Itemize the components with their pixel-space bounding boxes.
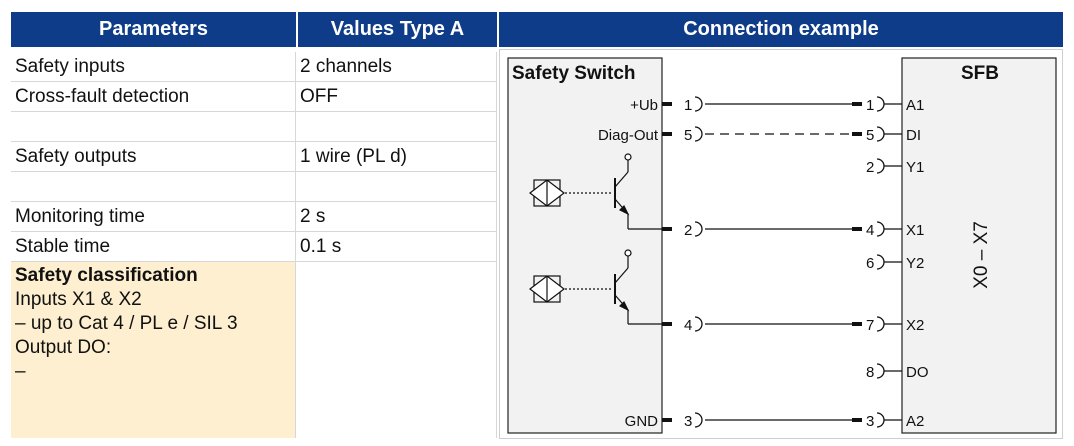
- sfb-connector-DI: 5 DI: [852, 126, 921, 144]
- svg-text:3: 3: [684, 413, 692, 430]
- sfb-connector-A2: 3 A2: [852, 412, 924, 430]
- value-cell: 1 wire (PL d): [296, 142, 497, 172]
- classification-line: Output DO:: [15, 337, 112, 358]
- svg-text:7: 7: [866, 317, 874, 334]
- safety-classification: Safety classification Inputs X1 & X2 – u…: [11, 262, 296, 438]
- sfb-connector-X1: 4 X1: [852, 221, 924, 239]
- value-cell: OFF: [296, 82, 497, 112]
- svg-text:A1: A1: [906, 97, 924, 114]
- sfb-title: SFB: [961, 63, 999, 84]
- switch-connector-3: 3: [662, 412, 703, 430]
- connection-diagram: Safety Switch SFB X0 – X7 +Ub Diag-Out G…: [499, 49, 1063, 439]
- header-connection: Connection example: [499, 12, 1063, 47]
- value-cell: [296, 172, 497, 202]
- param-cell: [11, 172, 296, 202]
- svg-text:Y1: Y1: [906, 159, 924, 176]
- classification-line: Inputs X1 & X2: [15, 289, 142, 310]
- switch-connector-2: 2: [662, 221, 703, 239]
- sfb-connector-Y2: 6 Y2: [866, 254, 924, 272]
- svg-text:4: 4: [684, 317, 692, 334]
- svg-text:6: 6: [866, 255, 874, 272]
- svg-text:A2: A2: [906, 413, 924, 430]
- value-cell: 2 channels: [296, 52, 497, 82]
- value-cell: 2 s: [296, 202, 497, 232]
- wiring-diagram: Safety Switch SFB X0 – X7 +Ub Diag-Out G…: [507, 57, 1057, 434]
- svg-text:4: 4: [866, 222, 874, 239]
- sfb-box: [901, 57, 1057, 434]
- svg-text:3: 3: [866, 413, 874, 430]
- param-cell: Safety inputs: [11, 52, 296, 82]
- svg-text:DI: DI: [906, 127, 921, 144]
- param-cell: Safety outputs: [11, 142, 296, 172]
- svg-text:DO: DO: [906, 364, 929, 381]
- svg-text:Y2: Y2: [906, 255, 924, 272]
- switch-pin-label: GND: [625, 413, 659, 430]
- classification-line: – up to Cat 4 / PL e / SIL 3: [15, 313, 238, 334]
- switch-pin-label: +Ub: [630, 97, 658, 114]
- param-cell: [11, 112, 296, 142]
- value-cell: 0.1 s: [296, 232, 497, 262]
- svg-text:2: 2: [866, 159, 874, 176]
- sensor-1-symbol: [529, 153, 662, 230]
- svg-text:X1: X1: [906, 222, 924, 239]
- svg-text:5: 5: [684, 127, 692, 144]
- svg-text:5: 5: [866, 127, 874, 144]
- svg-text:1: 1: [684, 97, 692, 114]
- switch-pin-label: Diag-Out: [598, 127, 659, 144]
- safety-switch-title: Safety Switch: [512, 63, 636, 84]
- svg-text:2: 2: [684, 222, 692, 239]
- sfb-connector-X2: 7 X2: [852, 316, 924, 334]
- param-cell: Cross-fault detection: [11, 82, 296, 112]
- classification-title: Safety classification: [15, 265, 198, 286]
- switch-connector-1: 1: [662, 96, 703, 114]
- param-cell: Stable time: [11, 232, 296, 262]
- value-cell: [296, 112, 497, 142]
- sfb-side-label: X0 – X7: [971, 221, 992, 289]
- header-parameters: Parameters: [11, 12, 296, 47]
- sensor-2-symbol: [529, 249, 662, 325]
- value-cell-empty: [296, 262, 497, 438]
- svg-text:X2: X2: [906, 317, 924, 334]
- svg-text:8: 8: [866, 364, 874, 381]
- switch-connector-4: 4: [662, 316, 703, 334]
- param-cell: Monitoring time: [11, 202, 296, 232]
- sfb-connector-DO: 8 DO: [866, 363, 929, 381]
- header-values: Values Type A: [298, 12, 497, 47]
- classification-line: –: [15, 361, 26, 382]
- sfb-connector-Y1: 2 Y1: [866, 158, 924, 176]
- sfb-connector-A1: 1 A1: [852, 96, 924, 114]
- switch-connector-5: 5: [662, 126, 703, 144]
- safety-switch-box: [507, 57, 663, 434]
- svg-text:1: 1: [866, 97, 874, 114]
